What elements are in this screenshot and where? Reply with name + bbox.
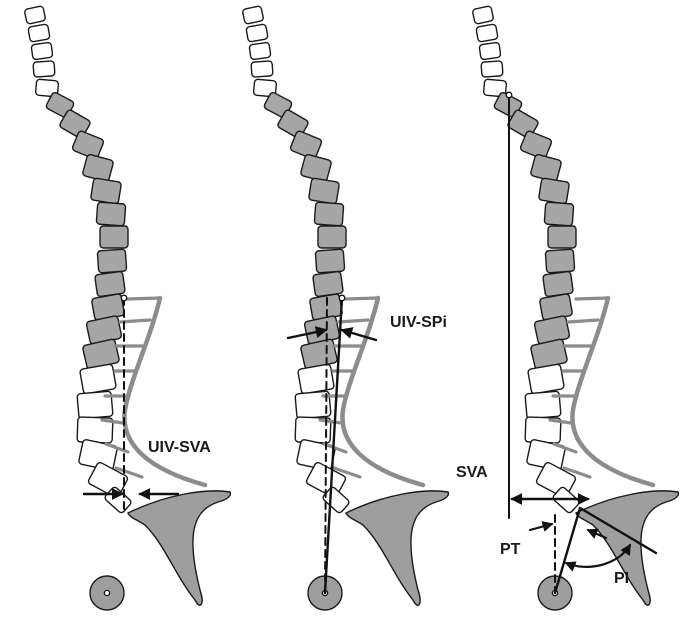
- uiv-center-dot: [338, 294, 346, 302]
- pedicle-screw: [126, 296, 162, 301]
- pi-small-arrow: [586, 528, 608, 540]
- vertebra: [85, 315, 123, 345]
- vertebra: [32, 60, 56, 78]
- pedicle-screw: [562, 466, 592, 479]
- pedicle-screw: [574, 296, 610, 301]
- rod: [122, 295, 208, 488]
- vertebra: [519, 130, 553, 160]
- pedicle-screw: [104, 442, 130, 454]
- panel-uiv-spi: UIV-SPi: [242, 5, 450, 611]
- spine-column: [472, 5, 610, 514]
- pedicle-screw: [548, 418, 573, 425]
- vertebra: [24, 5, 46, 25]
- pedicle-screw: [344, 296, 380, 301]
- pelvis: [345, 490, 450, 606]
- vertebra: [79, 363, 117, 395]
- vertebra: [300, 153, 332, 183]
- panel-global: SVA PT PI: [456, 5, 680, 611]
- vertebra: [30, 41, 54, 61]
- pt-hip-line: [553, 506, 582, 595]
- pedicle-screw: [118, 318, 152, 324]
- vertebra: [530, 338, 568, 370]
- vertebra: [478, 41, 502, 61]
- vertebra: [91, 293, 125, 321]
- vertebra: [71, 130, 105, 160]
- vertebra: [297, 363, 335, 395]
- pedicle-screw: [100, 418, 125, 425]
- vertebra: [539, 293, 573, 321]
- vertebra: [480, 60, 504, 78]
- spine-column: [24, 5, 162, 514]
- uiv-to-hip-line: [323, 296, 344, 595]
- pedicle-screw: [332, 466, 362, 479]
- vertebra: [250, 60, 274, 78]
- c7-center-dot: [505, 91, 513, 99]
- vertebra: [317, 225, 347, 249]
- pedicle-screw: [318, 418, 343, 425]
- pt-label: PT: [500, 541, 521, 558]
- angle-arrow-left: [286, 326, 328, 340]
- vertebra: [82, 338, 120, 370]
- vertebra: [308, 177, 340, 205]
- vertebra: [543, 201, 575, 227]
- vertebra: [542, 270, 574, 298]
- panel-uiv-sva: UIV-SVA: [24, 5, 232, 611]
- vertebra: [248, 41, 272, 61]
- vertebra: [482, 78, 508, 98]
- pi-label: PI: [614, 570, 629, 587]
- sacral-perpendicular: [578, 506, 658, 555]
- vertebra: [312, 270, 344, 298]
- vertebra: [95, 201, 127, 227]
- uiv-spi-label: UIV-SPi: [390, 314, 447, 331]
- vertebra: [533, 315, 571, 345]
- femoral-head-center: [103, 589, 111, 597]
- vertebra: [472, 5, 494, 25]
- pedicle-screw: [322, 442, 348, 454]
- vertical-reference-line: [324, 297, 328, 594]
- rod: [570, 295, 656, 488]
- angle-arrow-right: [340, 327, 378, 342]
- vertebra: [242, 5, 264, 25]
- vertebra: [82, 153, 114, 183]
- vertebra: [544, 248, 576, 274]
- vertebra: [538, 177, 570, 205]
- vertebra: [245, 23, 269, 43]
- vertebra: [289, 130, 323, 160]
- vertebra: [314, 248, 346, 274]
- vertebra: [547, 225, 577, 249]
- pedicle-screw: [336, 318, 370, 324]
- sva-label: SVA: [456, 464, 488, 481]
- pi-arc: [564, 543, 632, 572]
- uiv-sva-label: UIV-SVA: [148, 439, 211, 456]
- vertebra: [96, 248, 128, 274]
- pedicle-screw: [114, 466, 144, 479]
- pt-arrow: [528, 521, 554, 532]
- spine-column: [242, 5, 380, 514]
- vertebra: [90, 177, 122, 205]
- vertebra: [475, 23, 499, 43]
- vertebra: [300, 338, 338, 370]
- vertebra: [313, 201, 345, 227]
- vertebra: [99, 225, 129, 249]
- vertebra: [252, 78, 278, 98]
- uiv-center-dot: [120, 294, 128, 302]
- vertebra: [27, 23, 51, 43]
- pelvis: [127, 490, 232, 606]
- pedicle-screw: [566, 318, 600, 324]
- pedicle-screw: [552, 442, 578, 454]
- vertebra: [530, 153, 562, 183]
- vertebra: [527, 363, 565, 395]
- vertebra: [94, 270, 126, 298]
- vertebra: [34, 78, 60, 98]
